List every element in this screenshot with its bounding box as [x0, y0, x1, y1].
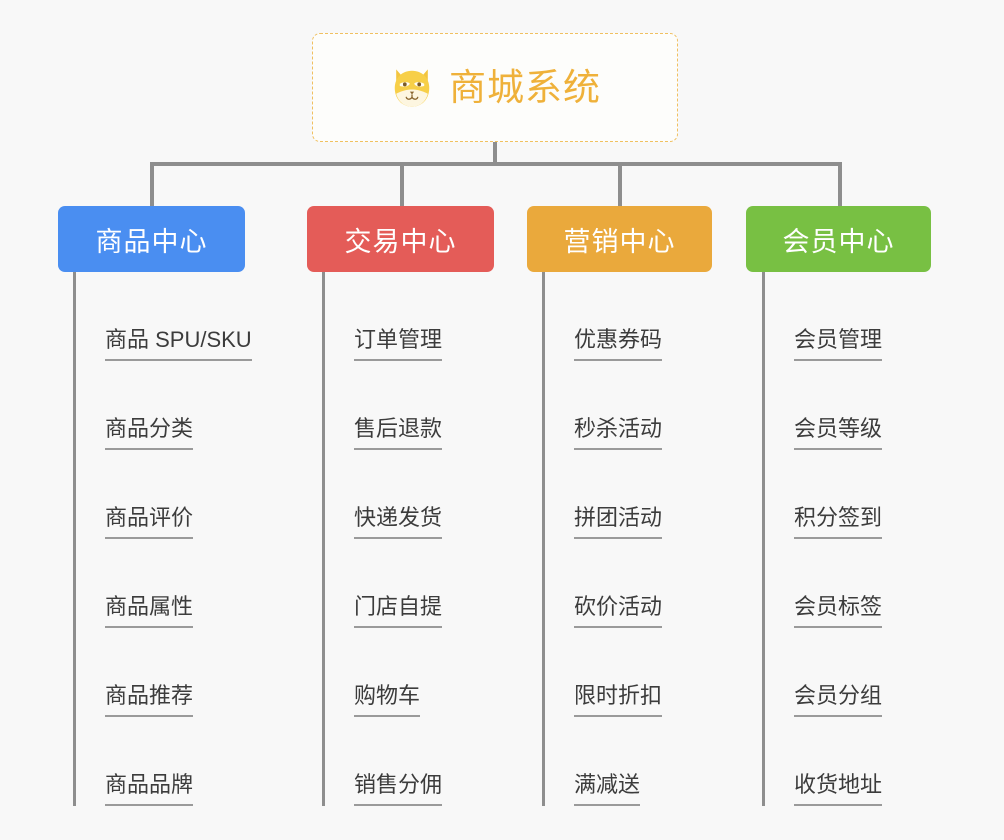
list-item-label: 会员管理	[794, 327, 883, 361]
list-item[interactable]: 商品分类	[73, 361, 303, 450]
list-item[interactable]: 销售分佣	[322, 717, 532, 806]
connector-horizontal-bus	[150, 162, 842, 166]
shiba-dog-icon	[389, 65, 435, 111]
list-item-label: 满减送	[574, 772, 641, 806]
list-item-label: 优惠券码	[574, 327, 663, 361]
branch-spine	[542, 272, 545, 806]
list-item-label: 商品 SPU/SKU	[105, 327, 252, 361]
branch-spine	[762, 272, 765, 806]
list-item[interactable]: 门店自提	[322, 539, 532, 628]
list-item-label: 会员等级	[794, 416, 883, 450]
connector-drop-1	[150, 162, 154, 208]
list-item-label: 会员标签	[794, 594, 883, 628]
root-title: 商城系统	[449, 67, 601, 108]
list-item[interactable]: 拼团活动	[542, 450, 752, 539]
list-item[interactable]: 限时折扣	[542, 628, 752, 717]
category-label-product: 商品中心	[95, 226, 208, 257]
list-item[interactable]: 秒杀活动	[542, 361, 752, 450]
list-item-label: 购物车	[354, 683, 421, 717]
list-item[interactable]: 商品属性	[73, 539, 303, 628]
branch-column-member: 会员管理 会员等级 积分签到 会员标签 会员分组 收货地址	[762, 272, 972, 806]
root-node[interactable]: 商城系统	[312, 33, 678, 142]
category-box-trade[interactable]: 交易中心	[307, 206, 494, 272]
list-item-label: 商品评价	[105, 505, 194, 539]
list-item-label: 商品属性	[105, 594, 194, 628]
branch-spine	[73, 272, 76, 806]
list-item-label: 销售分佣	[354, 772, 443, 806]
list-item[interactable]: 售后退款	[322, 361, 532, 450]
list-item-label: 会员分组	[794, 683, 883, 717]
list-item[interactable]: 购物车	[322, 628, 532, 717]
list-item-label: 快递发货	[354, 505, 443, 539]
list-item[interactable]: 会员分组	[762, 628, 972, 717]
list-item-label: 秒杀活动	[574, 416, 663, 450]
category-label-marketing: 营销中心	[563, 226, 676, 257]
list-item[interactable]: 满减送	[542, 717, 752, 806]
connector-drop-4	[838, 162, 842, 208]
connector-root-stem	[493, 142, 497, 164]
list-item-label: 售后退款	[354, 416, 443, 450]
list-item[interactable]: 会员管理	[762, 272, 972, 361]
connector-drop-2	[400, 162, 404, 208]
list-item[interactable]: 积分签到	[762, 450, 972, 539]
list-item[interactable]: 会员标签	[762, 539, 972, 628]
list-item-label: 收货地址	[794, 772, 883, 806]
category-box-member[interactable]: 会员中心	[746, 206, 931, 272]
list-item[interactable]: 会员等级	[762, 361, 972, 450]
list-item-label: 订单管理	[354, 327, 443, 361]
connector-drop-3	[618, 162, 622, 208]
list-item-label: 门店自提	[354, 594, 443, 628]
list-item-label: 商品分类	[105, 416, 194, 450]
list-item[interactable]: 商品品牌	[73, 717, 303, 806]
list-item[interactable]: 砍价活动	[542, 539, 752, 628]
branch-column-marketing: 优惠券码 秒杀活动 拼团活动 砍价活动 限时折扣 满减送	[542, 272, 752, 806]
list-item-label: 商品推荐	[105, 683, 194, 717]
list-item[interactable]: 商品推荐	[73, 628, 303, 717]
list-item[interactable]: 收货地址	[762, 717, 972, 806]
branch-column-product: 商品 SPU/SKU 商品分类 商品评价 商品属性 商品推荐 商品品牌	[73, 272, 303, 806]
list-item[interactable]: 快递发货	[322, 450, 532, 539]
list-item[interactable]: 商品评价	[73, 450, 303, 539]
branch-column-trade: 订单管理 售后退款 快递发货 门店自提 购物车 销售分佣	[322, 272, 532, 806]
list-item-label: 积分签到	[794, 505, 883, 539]
list-item[interactable]: 商品 SPU/SKU	[73, 272, 303, 361]
category-label-trade: 交易中心	[344, 226, 457, 257]
list-item-label: 拼团活动	[574, 505, 663, 539]
list-item-label: 限时折扣	[574, 683, 663, 717]
branch-spine	[322, 272, 325, 806]
list-item-label: 砍价活动	[574, 594, 663, 628]
list-item-label: 商品品牌	[105, 772, 194, 806]
list-item[interactable]: 订单管理	[322, 272, 532, 361]
category-box-marketing[interactable]: 营销中心	[527, 206, 712, 272]
category-label-member: 会员中心	[782, 226, 895, 257]
list-item[interactable]: 优惠券码	[542, 272, 752, 361]
category-box-product[interactable]: 商品中心	[58, 206, 245, 272]
